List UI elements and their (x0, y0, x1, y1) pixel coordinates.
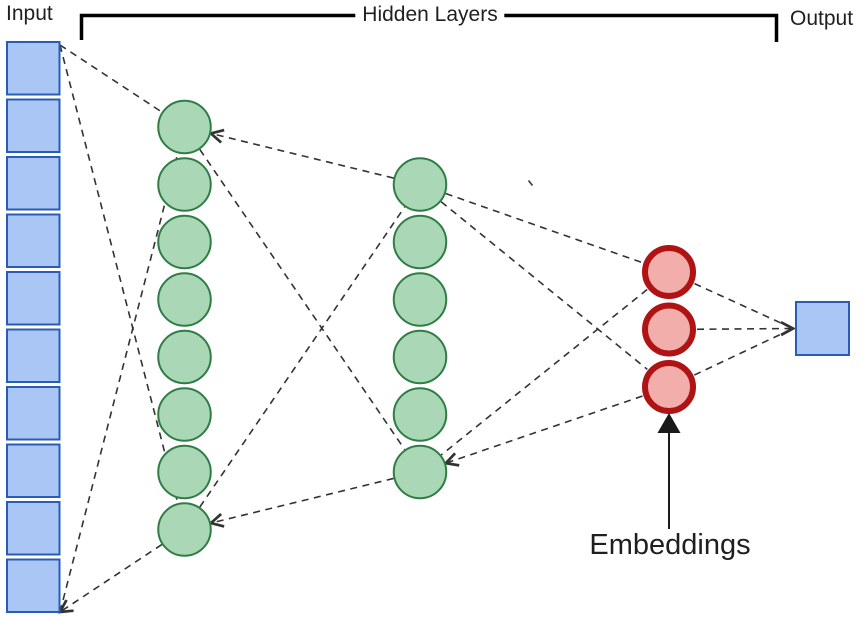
hidden1-node (157, 387, 212, 442)
input-label: Input (6, 2, 53, 25)
connection-line (440, 201, 648, 370)
hidden-layers-label: Hidden Layers (355, 3, 505, 27)
hidden2-node (392, 272, 448, 327)
input-node (6, 443, 61, 498)
embedding-node (642, 245, 696, 299)
hidden1-node (157, 214, 212, 270)
input-node (6, 213, 61, 268)
connection-line (696, 329, 793, 330)
connection-line (59, 44, 163, 113)
input-node (6, 41, 61, 96)
connection-line (199, 206, 406, 508)
embedding-node (642, 360, 696, 414)
hidden1-node (157, 99, 212, 155)
input-node (6, 328, 61, 383)
input-node (6, 386, 61, 441)
hidden2-node (392, 214, 448, 270)
embedding-nodes (642, 245, 696, 414)
connection-line (59, 153, 179, 613)
connection-line (440, 288, 648, 456)
embeddings-label: Embeddings (589, 529, 751, 561)
connection-line (211, 477, 394, 523)
input-node (6, 98, 61, 153)
input-node (6, 501, 61, 556)
stray-mark (527, 179, 534, 187)
hidden-layer-1-nodes (157, 99, 212, 557)
hidden2-node (392, 157, 448, 212)
hidden2-node (392, 387, 448, 442)
input-node (6, 271, 61, 326)
input-layer-nodes (6, 41, 61, 613)
hidden-layer-2-nodes (392, 157, 448, 500)
input-node (6, 156, 61, 211)
hidden1-node (157, 157, 212, 212)
connection-line (59, 44, 179, 504)
connection-lines (59, 44, 794, 613)
output-node (795, 301, 850, 356)
hidden2-node (392, 444, 448, 500)
output-label: Output (790, 7, 854, 30)
annotation-arrowhead-icon (657, 413, 681, 433)
hidden1-node (157, 502, 212, 557)
output-square (795, 301, 850, 356)
hidden1-node (157, 272, 212, 327)
embeddings-arrow (657, 413, 681, 529)
input-node (6, 558, 61, 613)
connection-line (446, 395, 643, 463)
connection-line (199, 149, 406, 450)
connection-line (694, 282, 794, 330)
layer-nodes (6, 41, 850, 613)
connection-line (445, 192, 643, 264)
hidden1-node (157, 444, 212, 500)
connection-line (693, 327, 794, 376)
connection-line (60, 543, 163, 612)
stray-dash (527, 179, 534, 187)
connection-line (211, 133, 394, 179)
hidden2-node (392, 329, 448, 385)
embedding-node (642, 302, 696, 357)
hidden1-node (157, 329, 212, 385)
